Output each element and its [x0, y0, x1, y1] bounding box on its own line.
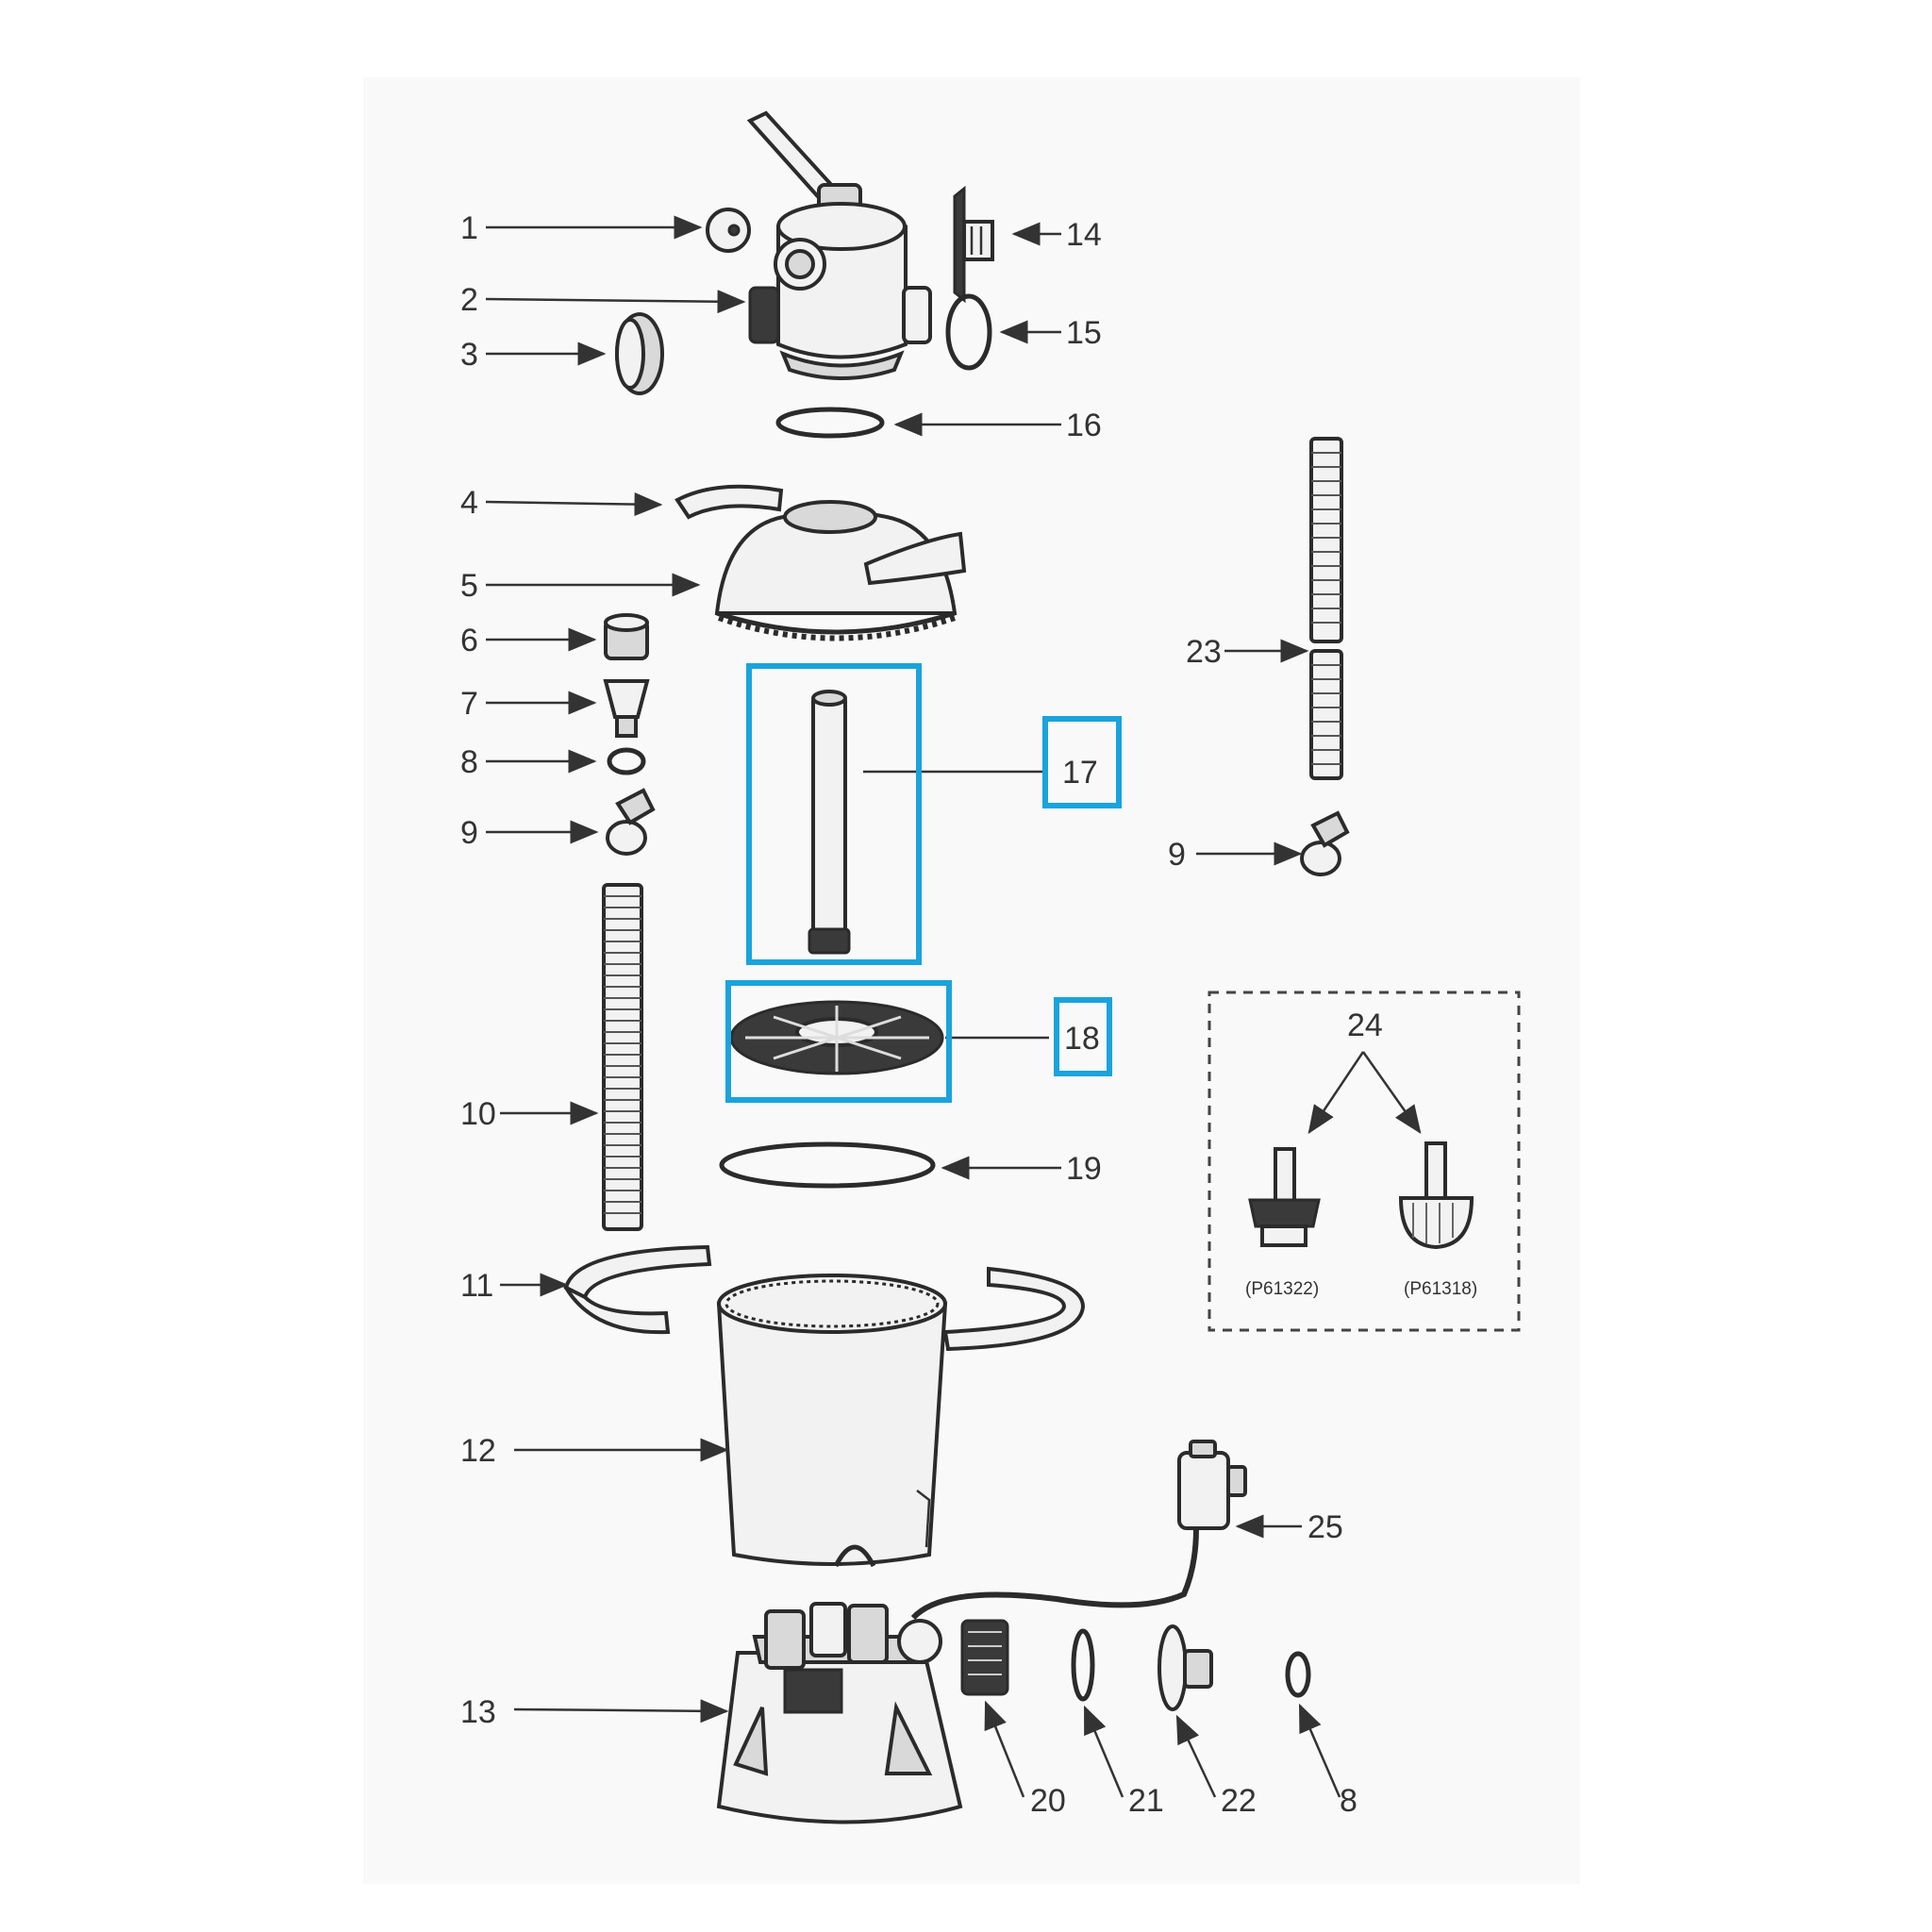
kit-code-p61318: (P61318) [1404, 1279, 1477, 1299]
part-4-5-tank-lid [675, 484, 967, 641]
part-6-fitting [604, 613, 649, 660]
part-22-strainer-cover [1158, 1624, 1213, 1711]
part-9-hose-clamp [606, 788, 656, 856]
part-3-union-nut [615, 312, 664, 395]
callout-8: 8 [460, 744, 478, 780]
kit-code-p61322: (P61322) [1245, 1279, 1319, 1299]
callout-19: 19 [1066, 1151, 1102, 1187]
part-25-power-plug [1177, 1440, 1247, 1530]
part-13-pump-base [716, 1527, 1199, 1824]
callout-10: 10 [460, 1096, 496, 1132]
callout-4: 4 [460, 485, 478, 521]
callout-14: 14 [1066, 217, 1102, 253]
part-24-nozzle-p61322 [1248, 1147, 1321, 1247]
callout-1: 1 [460, 210, 478, 246]
part-12-tank [716, 1274, 948, 1568]
callout-6: 6 [460, 623, 478, 658]
part-24-kit-box [1208, 991, 1521, 1332]
callout-12: 12 [460, 1433, 496, 1469]
callout-22: 22 [1221, 1783, 1257, 1819]
highlight-label-box-17 [1042, 716, 1122, 808]
callout-17: 17 [1062, 755, 1098, 791]
part-19-tank-o-ring [719, 1141, 936, 1189]
callout-13: 13 [460, 1694, 496, 1730]
part-1-cap [706, 208, 751, 253]
part-24-nozzle-p61318 [1398, 1141, 1474, 1250]
callout-8-bottom: 8 [1340, 1783, 1357, 1819]
part-21-o-ring [1071, 1628, 1095, 1702]
callout-18: 18 [1064, 1021, 1100, 1057]
callout-23: 23 [1186, 634, 1222, 670]
callout-15: 15 [1066, 315, 1102, 351]
highlight-box-part-18 [725, 980, 952, 1103]
part-18-lateral-assembly [729, 1000, 944, 1075]
leader-lines [485, 215, 1422, 1798]
highlight-label-box-18 [1054, 997, 1112, 1076]
callout-9: 9 [460, 815, 478, 851]
part-16-seal-ring [775, 407, 885, 439]
diagram-sheet [363, 77, 1580, 1884]
callout-2: 2 [460, 282, 478, 318]
part-7-adapter [603, 679, 650, 738]
part-17-center-pipe [808, 690, 851, 955]
part-23-hose [1309, 437, 1343, 780]
part-15-o-ring [945, 293, 992, 371]
callout-20: 20 [1030, 1783, 1066, 1819]
callout-5: 5 [460, 568, 478, 604]
part-8-o-ring-bottom [1285, 1651, 1311, 1698]
callout-21: 21 [1128, 1783, 1164, 1819]
part-9-hose-clamp-right [1300, 810, 1350, 876]
callout-16: 16 [1066, 408, 1102, 443]
callout-3: 3 [460, 337, 478, 373]
part-10-hose [602, 883, 643, 1231]
callout-25: 25 [1307, 1509, 1343, 1545]
highlight-box-part-17 [746, 663, 922, 965]
callout-9-right: 9 [1168, 837, 1186, 873]
callout-labels: 1 2 3 4 5 6 7 8 9 10 11 12 13 14 15 16 1… [460, 210, 1477, 1819]
callout-7: 7 [460, 686, 478, 722]
part-14-plug [953, 185, 994, 304]
part-11-clamp-ring [560, 1244, 1086, 1352]
part-20-strainer [960, 1619, 1009, 1696]
callout-11: 11 [460, 1268, 493, 1304]
callout-24: 24 [1347, 1008, 1383, 1043]
part-2-multiport-valve [746, 110, 932, 380]
part-8-o-ring [607, 747, 646, 775]
